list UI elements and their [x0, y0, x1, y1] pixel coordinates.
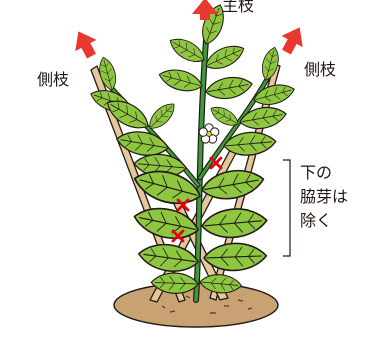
note-line: 脇芽は: [300, 187, 349, 206]
side-branch-label-right: 側枝: [304, 60, 337, 79]
flower-icon: [198, 123, 220, 144]
note-line: 下の: [300, 163, 333, 182]
note-bracket: [283, 159, 291, 257]
side-branch-label-left: 側枝: [37, 70, 70, 89]
arrow-up-icon: [281, 27, 303, 55]
arrow-up-icon: [192, 0, 218, 20]
note-line: 除く: [300, 211, 333, 230]
plant-leaves: [87, 1, 298, 296]
main-branch-label: 主枝: [222, 0, 255, 15]
remove-lower-shoots-note: 下の 脇芽は 除く: [300, 161, 348, 233]
arrow-up-icon: [75, 31, 97, 59]
